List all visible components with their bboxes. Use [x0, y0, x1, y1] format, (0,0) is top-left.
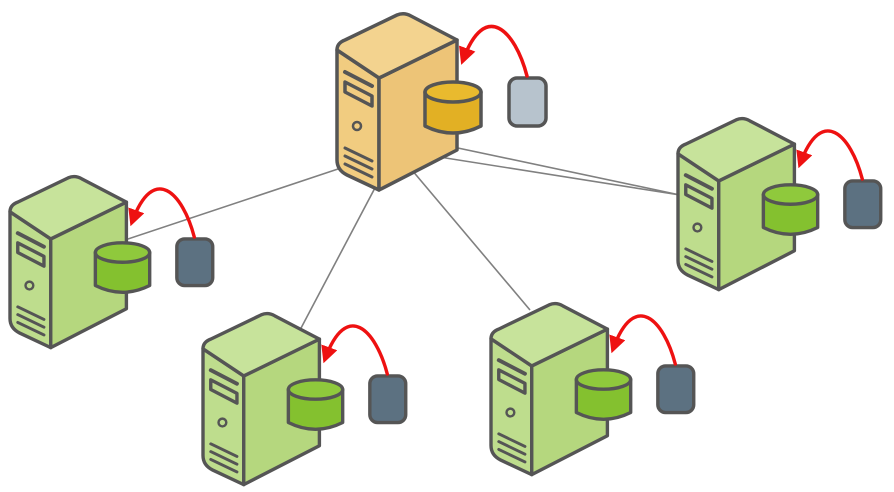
database-top — [423, 80, 483, 104]
server-tower-icon — [489, 301, 610, 477]
storage-block-icon — [175, 237, 215, 288]
vent-line — [497, 440, 527, 456]
vent-line — [16, 320, 46, 337]
sync-arrow-icon — [321, 324, 389, 376]
vent-line — [343, 146, 374, 163]
tower-top-face — [201, 311, 322, 378]
server-tower-icon — [201, 311, 322, 487]
database-top — [574, 368, 633, 391]
storage-block-icon — [843, 179, 883, 230]
vent-line — [209, 442, 239, 458]
drive-bay — [497, 368, 527, 395]
drive-bay — [343, 80, 374, 108]
power-button — [217, 417, 228, 428]
sync-arrow-icon — [796, 129, 864, 181]
vent-line — [209, 457, 239, 474]
server-bottom-left — [201, 311, 408, 487]
vent-line — [684, 247, 714, 263]
vent-line — [209, 450, 239, 466]
vent-line — [16, 305, 46, 321]
tower-top-face — [676, 116, 797, 183]
server-tower-icon — [335, 11, 459, 192]
sync-arrow-icon — [459, 24, 529, 78]
server-bottom-right — [489, 301, 696, 477]
vent-line — [684, 255, 714, 271]
storage-block-icon — [507, 76, 548, 128]
drive-slot — [15, 231, 46, 249]
tower-top-face — [335, 11, 459, 80]
vent-line — [684, 262, 714, 279]
database-icon — [93, 241, 152, 295]
database-top — [761, 183, 820, 206]
drive-slot — [683, 173, 714, 191]
sync-arrow-icon — [128, 187, 196, 239]
vent-line — [343, 154, 374, 171]
drive-slot — [343, 70, 374, 88]
server-tower-icon — [676, 116, 797, 292]
drive-bay — [209, 378, 239, 405]
storage-block-icon — [368, 374, 408, 425]
link-line — [394, 149, 531, 311]
server-tower-icon — [8, 174, 129, 350]
drive-bay — [16, 241, 46, 268]
database-top — [93, 241, 152, 264]
server-left — [8, 174, 215, 350]
link-line — [419, 139, 681, 196]
database-top — [286, 378, 345, 401]
storage-block-icon — [656, 364, 696, 415]
server-right — [676, 116, 883, 292]
power-button — [692, 222, 703, 233]
central-server — [335, 11, 548, 192]
power-button — [505, 407, 516, 418]
drive-slot — [496, 358, 527, 376]
vent-line — [497, 432, 527, 448]
power-button — [24, 280, 35, 291]
power-button — [351, 120, 363, 132]
drive-bay — [684, 183, 714, 210]
nodes-layer — [8, 11, 883, 487]
drive-slot — [208, 368, 239, 386]
database-icon — [423, 80, 483, 135]
database-icon — [574, 368, 633, 422]
database-icon — [286, 378, 345, 432]
database-icon — [761, 183, 820, 237]
tower-top-face — [489, 301, 610, 368]
sync-arrow-icon — [609, 314, 677, 366]
vent-line — [343, 162, 374, 179]
vent-line — [16, 313, 46, 329]
tower-top-face — [8, 174, 129, 241]
vent-line — [497, 447, 527, 464]
